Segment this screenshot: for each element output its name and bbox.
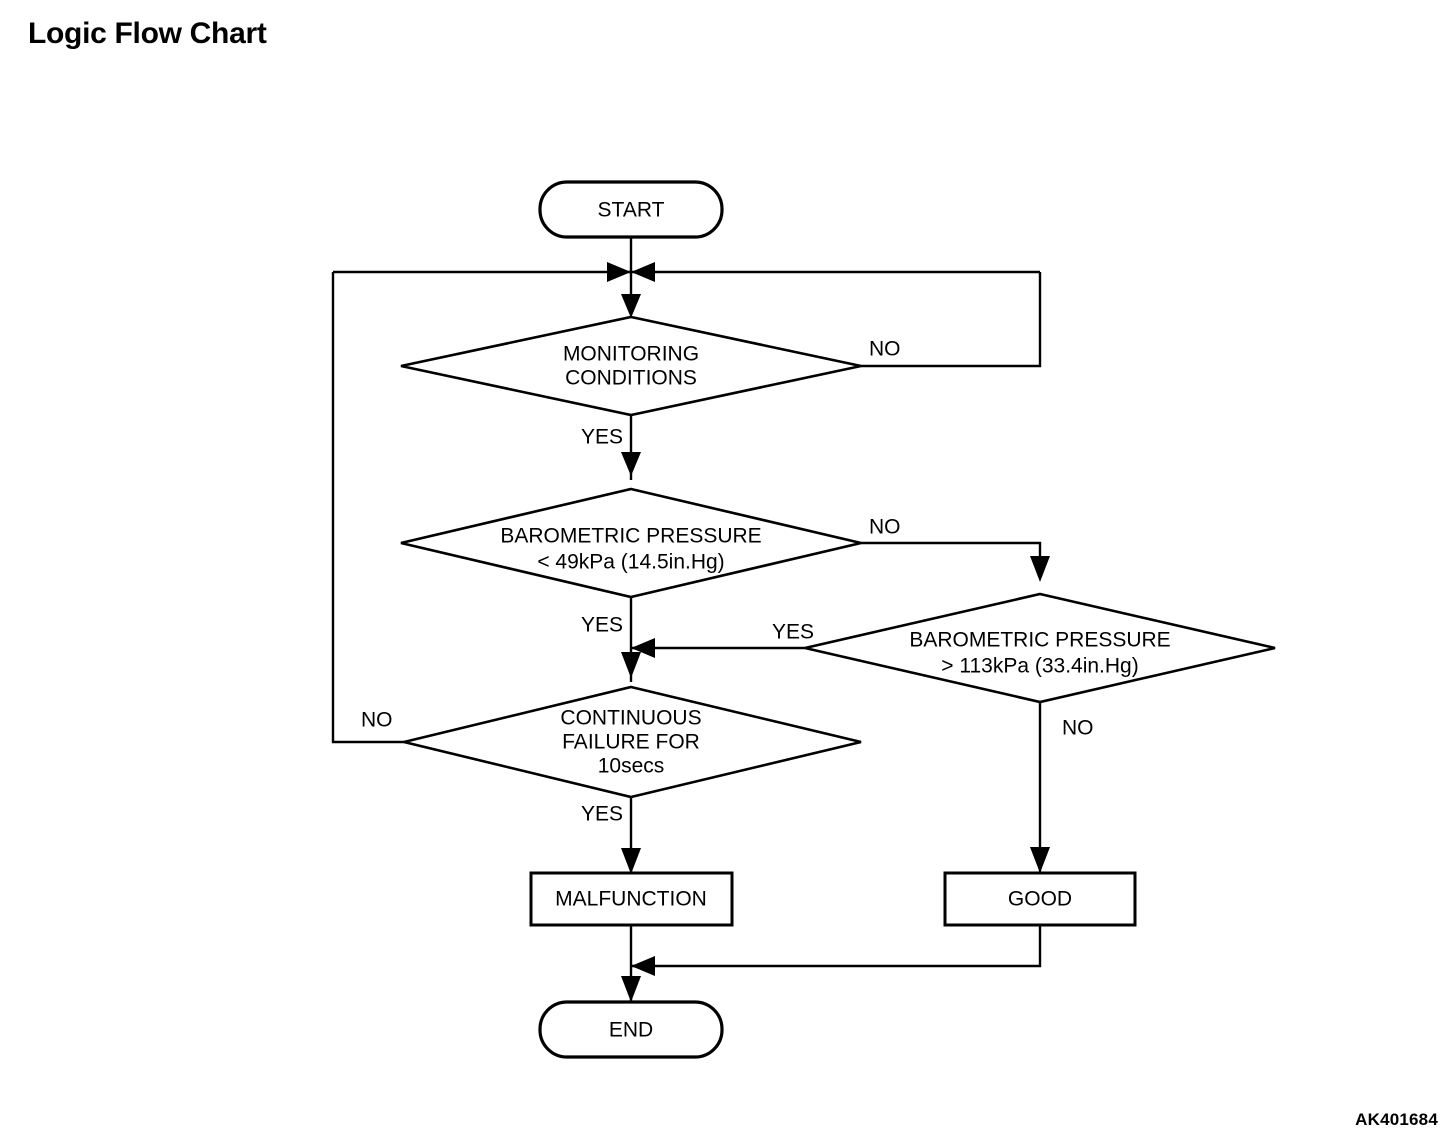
node-start[interactable]: START [538, 180, 724, 239]
edge-merge-to-monitoring [621, 272, 641, 318]
arrow-head-down [1030, 556, 1050, 582]
process-shape [943, 871, 1137, 927]
decision-shape [804, 592, 1276, 704]
node-monitoring-conditions[interactable]: MONITORING CONDITIONS [400, 315, 862, 417]
edge-label-baro-high-yes: YES [772, 621, 814, 644]
arrow-head-down [621, 452, 641, 476]
node-baro-low-line2: < 49kPa (14.5in.Hg) [537, 551, 724, 574]
edge-monitoring-yes: YES [581, 415, 641, 480]
decision-shape [403, 685, 862, 799]
node-barometric-pressure-high[interactable]: BAROMETRIC PRESSURE > 113kPa (33.4in.Hg) [804, 592, 1276, 704]
edge-malfunction-to-end [621, 925, 641, 1002]
node-end[interactable]: END [538, 1000, 724, 1059]
edge-failure-no: NO [331, 272, 404, 744]
node-continuous-failure[interactable]: CONTINUOUS FAILURE FOR 10secs [403, 685, 862, 799]
node-baro-high-line2: > 113kPa (33.4in.Hg) [941, 655, 1138, 678]
decision-shape [400, 487, 862, 599]
edge-label-monitoring-yes: YES [581, 426, 623, 449]
edge-label-baro-high-no: NO [1062, 717, 1094, 740]
node-good[interactable]: GOOD [943, 871, 1137, 927]
edge-label-baro-low-yes: YES [581, 614, 623, 637]
edge-label-baro-low-no: NO [869, 516, 901, 539]
arrow-head-left [631, 956, 655, 976]
edge-failure-yes: YES [581, 797, 641, 874]
node-baro-low-line1: BAROMETRIC PRESSURE [500, 525, 761, 548]
terminator-shape [538, 1000, 724, 1059]
reference-code: AK401684 [1355, 1110, 1438, 1129]
node-failure-line2: FAILURE FOR [562, 731, 700, 754]
arrow-head-down [621, 976, 641, 1002]
merge-junction-bar [333, 262, 1040, 282]
edge-good-to-end [631, 925, 1042, 976]
decision-shape [400, 315, 862, 417]
arrow-head-right [607, 262, 631, 282]
node-barometric-pressure-low[interactable]: BAROMETRIC PRESSURE < 49kPa (14.5in.Hg) [400, 487, 862, 599]
edge-baro-high-no: NO [1030, 702, 1094, 873]
connector-line [631, 925, 1042, 968]
node-monitoring-line1: MONITORING [563, 343, 699, 366]
arrow-head-down [621, 294, 641, 318]
page-title: Logic Flow Chart [28, 17, 267, 50]
edge-baro-high-yes: YES [631, 621, 814, 658]
node-malfunction[interactable]: MALFUNCTION [529, 871, 734, 927]
arrow-head-left [631, 638, 655, 658]
arrow-head-left [631, 262, 655, 282]
edge-baro-low-no: NO [861, 516, 1050, 582]
arrow-head-down [1030, 847, 1050, 873]
node-monitoring-line2: CONDITIONS [565, 367, 697, 390]
node-failure-line3: 10secs [598, 755, 665, 778]
edge-label-failure-no: NO [361, 709, 393, 732]
connector-line [331, 272, 404, 744]
terminator-shape [538, 180, 724, 239]
connector-line [861, 272, 1042, 368]
node-start-label: START [598, 199, 665, 222]
node-good-label: GOOD [1008, 888, 1072, 911]
node-malfunction-label: MALFUNCTION [555, 888, 707, 911]
node-baro-high-line1: BAROMETRIC PRESSURE [909, 629, 1170, 652]
arrow-head-down [621, 652, 641, 678]
process-shape [529, 871, 734, 927]
edge-label-failure-yes: YES [581, 803, 623, 826]
arrow-head-down [621, 848, 641, 874]
node-end-label: END [609, 1019, 653, 1042]
edge-label-monitoring-no: NO [869, 338, 901, 361]
edge-baro-low-yes: YES [581, 597, 641, 682]
node-failure-line1: CONTINUOUS [560, 707, 701, 730]
edge-monitoring-no: NO [861, 272, 1042, 368]
connector-line [861, 541, 1042, 578]
